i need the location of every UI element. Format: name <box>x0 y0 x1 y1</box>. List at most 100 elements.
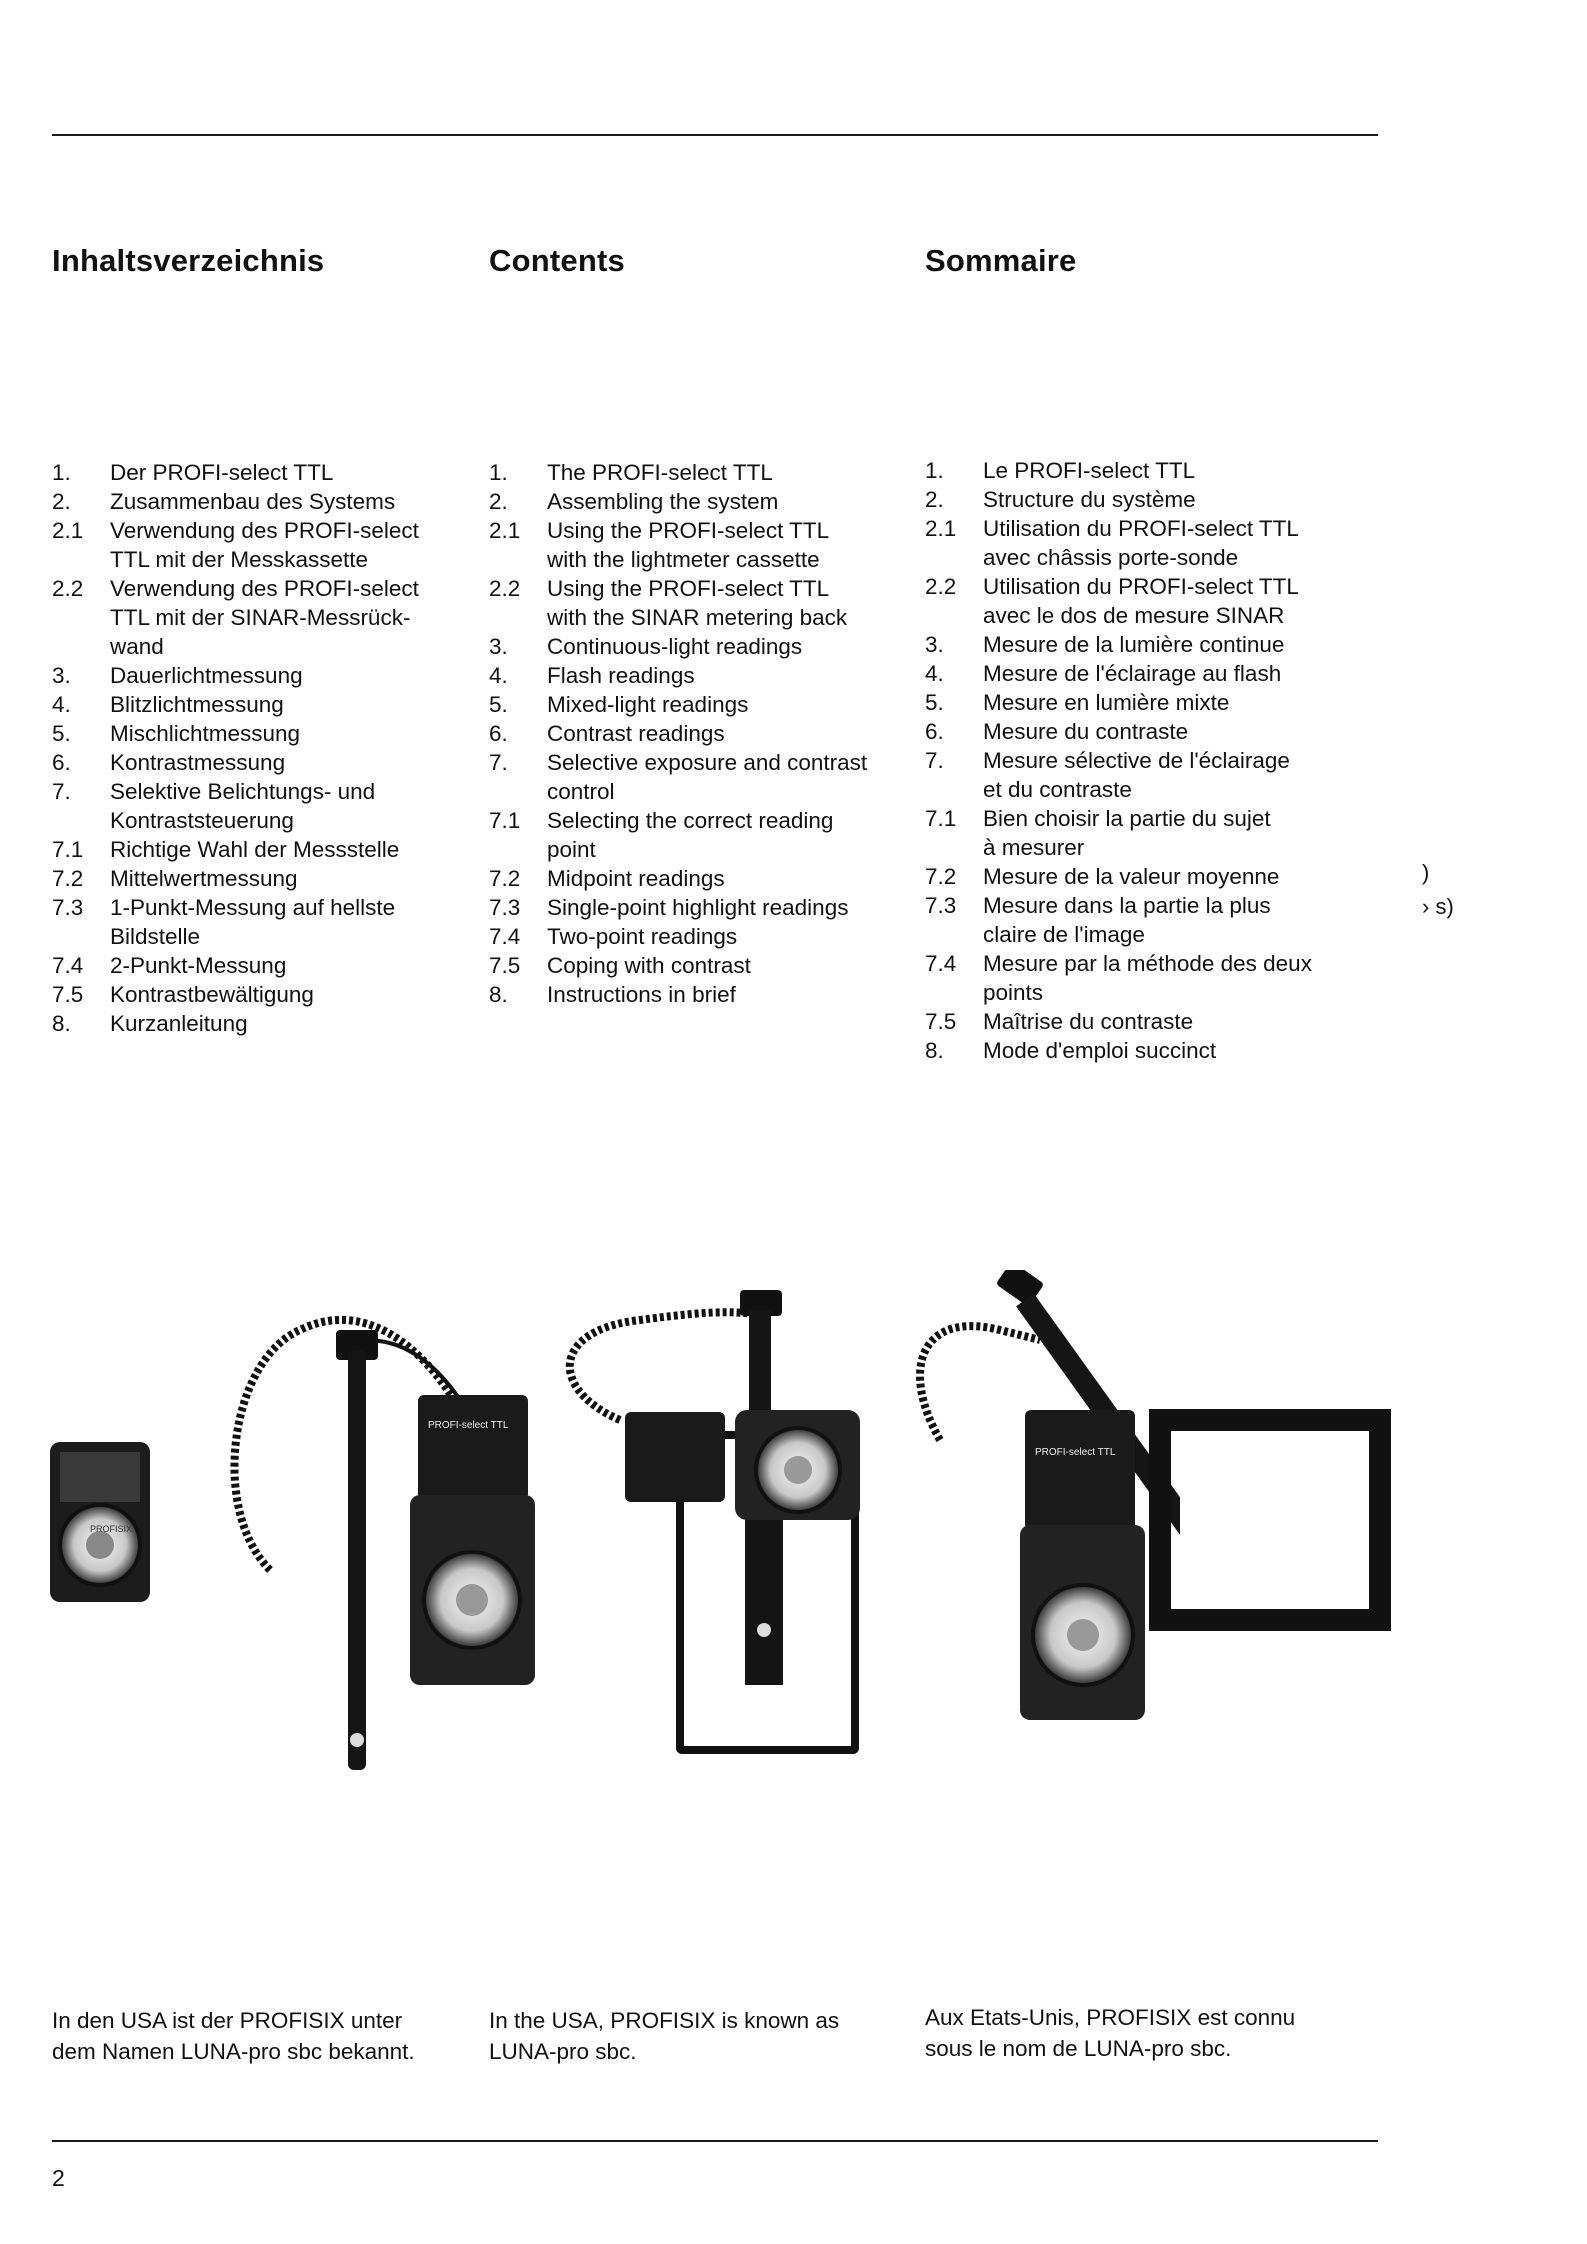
toc-entry: 7.3 Mesure dans la partie la plus claire … <box>925 891 1345 949</box>
toc-entry-title: Kontrastmessung <box>110 750 286 775</box>
toc-entry-title: Mode d'emploi succinct <box>983 1038 1217 1063</box>
toc-entry-title: Contrast readings <box>547 721 725 746</box>
toc-entry-number: 5. <box>925 690 944 715</box>
toc-entry-number: 7.5 <box>52 982 84 1007</box>
toc-entry: 2.Structure du système <box>925 485 1345 514</box>
toc-entry-number: 7. <box>489 750 508 775</box>
margin-mark-1: ) <box>1422 860 1430 885</box>
toc-entry: 3.Continuous-light readings <box>489 632 909 661</box>
heading-en: Contents <box>489 243 625 278</box>
toc-entry-title: Structure du système <box>983 487 1196 512</box>
toc-entry-number: 7. <box>52 779 71 804</box>
toc-entry: 7.2 Midpoint readings <box>489 864 909 893</box>
toc-entry-title: Mesure sélective de l'éclairage et du co… <box>983 748 1290 802</box>
toc-entry: 2.2 Verwendung des PROFI-select TTL mit d… <box>52 574 472 661</box>
bottom-rule <box>52 2140 1378 2142</box>
page-number: 2 <box>52 2165 65 2191</box>
toc-entry-number: 7.2 <box>925 864 957 889</box>
toc-entry-title: Mixed-light readings <box>547 692 749 717</box>
toc-entry-title: Using the PROFI-select TTL with the SINA… <box>547 576 848 630</box>
toc-entry-number: 2.1 <box>52 518 84 543</box>
toc-entry: 1.The PROFI-select TTL <box>489 458 909 487</box>
toc-entry-number: 7.4 <box>925 951 957 976</box>
toc-entry-number: 1. <box>925 458 944 483</box>
meter-with-probe-rod: PROFI-select TTL <box>230 1316 535 1770</box>
toc-entry: 8. Kurzanleitung <box>52 1009 472 1038</box>
toc-entry: 1. Der PROFI-select TTL <box>52 458 472 487</box>
toc-entry-title: Der PROFI-select TTL <box>110 460 334 485</box>
module-label-1: PROFI-select TTL <box>428 1420 509 1431</box>
toc-entry-number: 2.1 <box>489 518 521 543</box>
toc-entry-number: 7.5 <box>925 1009 957 1034</box>
meter-with-cassette: PROFI-select TTL <box>916 1270 1391 1720</box>
footnote-fr: Aux Etats-Unis, PROFISIX est connu sous … <box>925 2005 1296 2061</box>
toc-entry-title: Mesure de la valeur moyenne <box>983 864 1280 889</box>
toc-entry-number: 4. <box>489 663 508 688</box>
toc-entry-number: 2.1 <box>925 516 957 541</box>
toc-entry: 4.Blitzlichtmessung <box>52 690 472 719</box>
toc-entry: 6.Mesure du contraste <box>925 717 1345 746</box>
toc-entry-number: 8. <box>52 1011 71 1036</box>
toc-entry-number: 7.2 <box>489 866 521 891</box>
toc-entry-title: Le PROFI-select TTL <box>983 458 1196 483</box>
toc-entry-number: 7.1 <box>489 808 521 833</box>
toc-entry-title: Kurzanleitung <box>110 1011 248 1036</box>
toc-entry: 7.Selective exposure and contrast contro… <box>489 748 909 806</box>
toc-entry-title: Utilisation du PROFI-select TTL avec châ… <box>983 516 1299 570</box>
toc-entry-number: 3. <box>52 663 71 688</box>
toc-entry-title: Verwendung des PROFI-select TTL mit der … <box>110 518 419 572</box>
toc-entry-title: 1-Punkt-Messung auf hellste Bildstelle <box>110 895 396 949</box>
toc-entry-title: Dauerlichtmessung <box>110 663 303 688</box>
toc-entry-title: Mesure de la lumière continue <box>983 632 1285 657</box>
toc-entry-title: Mesure par la méthode des deux points <box>983 951 1312 1005</box>
toc-entry-title: Mesure dans la partie la plus claire de … <box>983 893 1271 947</box>
toc-entry-number: 7.3 <box>925 893 957 918</box>
toc-entry: 1. Le PROFI-select TTL <box>925 456 1345 485</box>
toc-entry-title: The PROFI-select TTL <box>547 460 773 485</box>
top-rule <box>52 134 1378 136</box>
toc-entry-title: Selektive Belichtungs- und Kontraststeue… <box>110 779 376 833</box>
toc-entry-title: Verwendung des PROFI-select TTL mit der … <box>110 576 419 659</box>
toc-entry-number: 2. <box>52 489 71 514</box>
toc-entry: 7.3 1-Punkt-Messung auf hellste Bildstell… <box>52 893 472 951</box>
toc-entry: 7.2 Mittelwertmessung <box>52 864 472 893</box>
toc-entry: 2.2 Using the PROFI-select TTL with the S… <box>489 574 909 632</box>
toc-entry-number: 3. <box>489 634 508 659</box>
toc-entry-title: Mittelwertmessung <box>110 866 298 891</box>
toc-entry-number: 2.2 <box>489 576 521 601</box>
toc-entry: 8.Instructions in brief <box>489 980 909 1009</box>
toc-entry-number: 3. <box>925 632 944 657</box>
toc-entry-title: Richtige Wahl der Messstelle <box>110 837 400 862</box>
toc-entry: 7.Mesure sélective de l'éclairage et du … <box>925 746 1345 804</box>
footnote-de: In den USA ist der PROFISIX unter dem Na… <box>52 2008 415 2064</box>
toc-entry-number: 7.3 <box>52 895 84 920</box>
lightmeter-device: PROFISIX <box>50 1442 150 1602</box>
meter-with-metering-back <box>565 1290 860 1754</box>
toc-entry-number: 1. <box>52 460 71 485</box>
toc-entry-number: 2.2 <box>52 576 84 601</box>
toc-entry-title: Two-point readings <box>547 924 738 949</box>
product-illustration: PROFISIX PROFI-select TTL PROFI-selec <box>50 1270 1391 1770</box>
toc-entry-title: Mesure de l'éclairage au flash <box>983 661 1282 686</box>
toc-entry: 3. Dauerlichtmessung <box>52 661 472 690</box>
toc-entry: 6.Contrast readings <box>489 719 909 748</box>
toc-entry-title: Bien choisir la partie du sujet à mesure… <box>983 806 1271 860</box>
toc-entry: 5.Mischlichtmessung <box>52 719 472 748</box>
toc-entry: 7. Selektive Belichtungs- und Kontrastste… <box>52 777 472 835</box>
toc-entry-title: Zusammenbau des Systems <box>110 489 396 514</box>
toc-entry-number: 7.4 <box>52 953 84 978</box>
toc-entry-title: Midpoint readings <box>547 866 725 891</box>
toc-entry-number: 7.3 <box>489 895 521 920</box>
toc-entry-number: 5. <box>489 692 508 717</box>
toc-entry-number: 7.2 <box>52 866 84 891</box>
meter-label-1: PROFISIX <box>90 1524 132 1534</box>
